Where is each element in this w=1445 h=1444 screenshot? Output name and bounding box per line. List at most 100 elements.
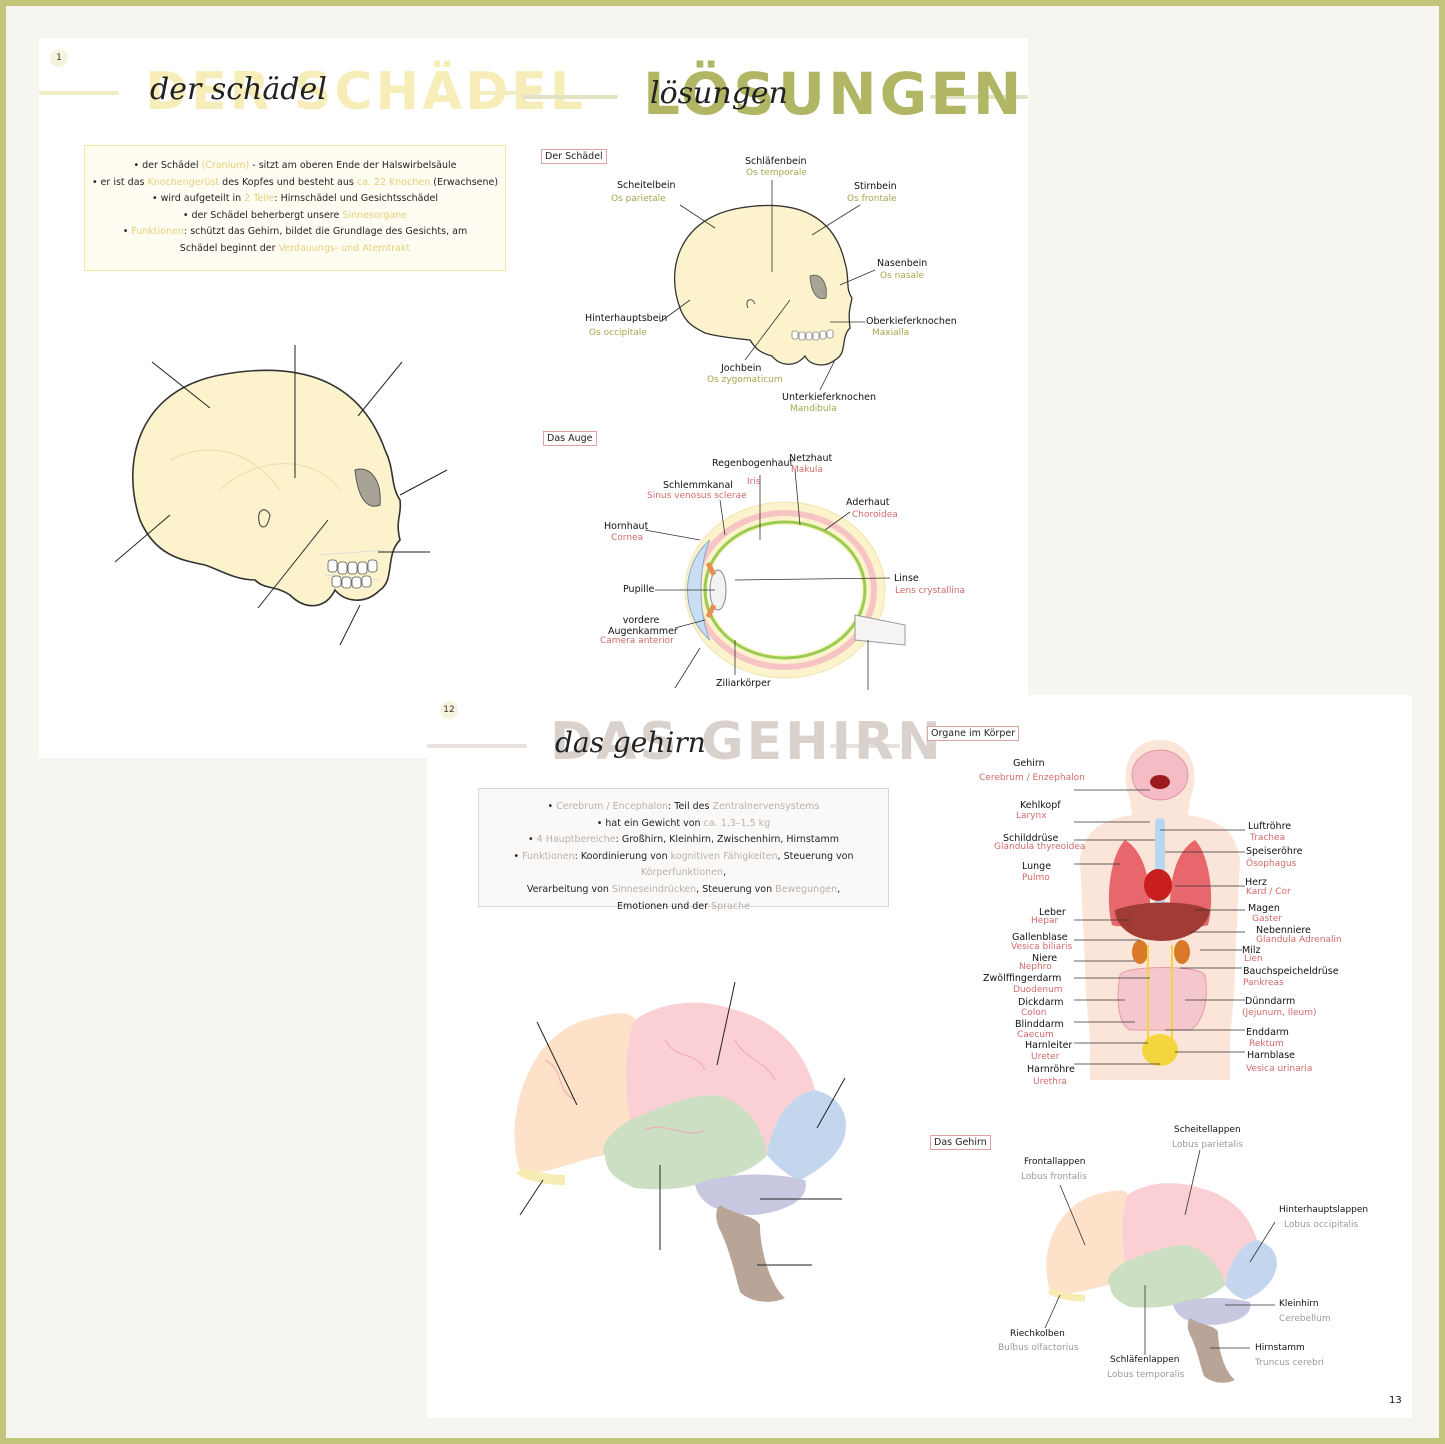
label-colon: Colon [1021, 1008, 1047, 1018]
solutions-rule-right [930, 95, 1028, 99]
label-riechkolben: Riechkolben [1010, 1329, 1065, 1339]
label-pankreas: Pankreas [1243, 978, 1284, 988]
label-caecum: Caecum [1017, 1030, 1054, 1040]
title-rule-right [470, 91, 540, 95]
label-luftroehre: Luftröhre [1248, 821, 1292, 832]
skull-bullet: • er ist das Knochengerüst des Kopfes un… [91, 176, 499, 188]
organs-illustration [1080, 740, 1240, 1080]
skull-illustration [114, 345, 448, 646]
label-herz: Herz [1245, 877, 1267, 888]
label-niere: Niere [1032, 953, 1058, 964]
label-aderhaut: Aderhaut [846, 497, 890, 508]
solutions-title-script: lösungen [650, 76, 788, 111]
label-urethra: Urethra [1033, 1077, 1068, 1087]
section-tag-organs: Organe im Körper [927, 726, 1020, 741]
label-nephro: Nephro [1019, 962, 1052, 972]
label-gaster: Gaster [1252, 914, 1282, 924]
section-tag-skull: Der Schädel [541, 149, 607, 164]
brain-solution-illustration [1046, 1183, 1277, 1383]
label-hirnstamm: Hirnstamm [1255, 1343, 1305, 1353]
label-os-occipitale: Os occipitale [589, 328, 647, 338]
page-number-12: 12 [440, 701, 458, 719]
brain-bullet: • Cerebrum / Encephalon: Teil des Zentra… [547, 801, 820, 812]
page-title-skull-script: der schädel [150, 72, 327, 107]
label-pulmo: Pulmo [1022, 873, 1050, 883]
brain-rule-right [830, 744, 900, 748]
label-milz: Milz [1242, 945, 1261, 956]
label-zwoelffingerdarm: Zwölffingerdarm [983, 973, 1062, 984]
label-glandula-adrenalin: Glandula Adrenalin [1256, 935, 1342, 945]
solutions-rule-left [522, 95, 618, 99]
page-title-brain: DAS GEHIRN [550, 712, 944, 772]
label-hepar: Hepar [1031, 916, 1059, 926]
skull-bullet: • der Schädel beherbergt unsere Sinnesor… [182, 209, 408, 221]
label-blinddarm: Blinddarm [1015, 1019, 1064, 1030]
page-title-brain-script: das gehirn [555, 726, 706, 759]
label-hinterhauptsbein: Hinterhauptsbein [585, 313, 668, 324]
label-jejunum-ileum: (Jejunum, Ileum) [1242, 1008, 1317, 1018]
brain-bullet: • 4 Hauptbereiche: Großhirn, Kleinhirn, … [528, 834, 839, 846]
label-stirnbein: Stirnbein [854, 181, 897, 192]
label-bulbus-olfactorius: Bulbus olfactorius [998, 1343, 1079, 1353]
label-scheitelbein: Scheitelbein [617, 180, 676, 191]
label-choroidea: Choroidea [852, 510, 898, 520]
label-oberkieferknochen: Oberkieferknochen [866, 316, 957, 327]
brain-bullet: Verarbeitung von Sinneseindrücken, Steue… [526, 883, 841, 895]
label-duenndarm: Dünndarm [1245, 996, 1296, 1007]
label-os-nasale: Os nasale [880, 271, 925, 281]
label-oesophagus: Ösophagus [1246, 859, 1297, 869]
label-gallenblase: Gallenblase [1012, 932, 1068, 943]
brain-illustration [514, 981, 846, 1302]
label-os-temporale: Os temporale [746, 168, 807, 178]
label-gehirn: Gehirn [1013, 758, 1045, 769]
label-ureter: Ureter [1031, 1052, 1060, 1062]
label-rektum: Rektum [1249, 1039, 1284, 1049]
label-bauchspeicheldruese: Bauchspeicheldrüse [1243, 966, 1339, 977]
label-nasenbein: Nasenbein [877, 258, 928, 269]
label-lien: Lien [1244, 954, 1263, 964]
label-hornhaut: Hornhaut [604, 521, 649, 532]
label-glandula-thyreoidea: Glandula thyreoidea [994, 842, 1086, 852]
label-kehlkopf: Kehlkopf [1020, 800, 1061, 811]
label-enddarm: Enddarm [1246, 1027, 1289, 1038]
label-vordere-augenkammer: vordere Augenkammer [608, 615, 678, 637]
label-schilddruese: Schilddrüse [1003, 833, 1059, 844]
label-camera-anterior: Camera anterior [600, 636, 674, 646]
skull-bullet: • wird aufgeteilt in 2 Teile: Hirnschäde… [151, 193, 439, 205]
label-lens-crystallina: Lens crystallina [895, 586, 966, 596]
title-rule-left [39, 91, 119, 95]
brain-bullet: • Funktionen: Koordinierung von kognitiv… [513, 850, 854, 879]
label-netzhaut: Netzhaut [789, 453, 833, 464]
skull-bullet: Schädel beginnt der Verdauungs- und Atem… [179, 242, 411, 254]
label-lobus-occipitalis: Lobus occipitalis [1284, 1220, 1359, 1230]
label-os-frontale: Os frontale [847, 194, 897, 204]
section-tag-eye: Das Auge [543, 431, 597, 446]
label-iris: Iris [747, 477, 761, 487]
label-lobus-parietalis: Lobus parietalis [1172, 1140, 1244, 1150]
label-trachea: Trachea [1250, 833, 1286, 843]
label-ziliarkoerper: Ziliarkörper [716, 678, 771, 689]
skull-bullet: • Funktionen: schützt das Gehirn, bildet… [122, 226, 468, 238]
label-larynx: Larynx [1016, 811, 1047, 821]
brain-bullet: Emotionen und der Sprache [617, 900, 750, 912]
label-kleinhirn: Kleinhirn [1279, 1299, 1319, 1309]
label-unterkieferknochen: Unterkieferknochen [782, 392, 876, 403]
brain-rule-left [427, 744, 527, 748]
label-cerebellum: Cerebellum [1279, 1314, 1331, 1324]
label-mandibula: Mandibula [790, 404, 837, 414]
label-frontallappen: Frontallappen [1024, 1157, 1086, 1167]
label-regenbogenhaut: Regenbogenhaut [712, 458, 794, 469]
section-tag-brain: Das Gehirn [930, 1135, 991, 1150]
label-maxialla: Maxialla [872, 328, 910, 338]
brain-bullet: • hat ein Gewicht von ca. 1,3–1,5 kg [596, 817, 771, 829]
label-harnleiter: Harnleiter [1025, 1040, 1073, 1051]
label-os-zygomaticum: Os zygomaticum [707, 375, 783, 385]
solution-skull-illustration [673, 204, 853, 366]
label-kard-cor: Kard / Cor [1246, 887, 1291, 897]
label-truncus-cerebri: Truncus cerebri [1255, 1358, 1324, 1368]
label-lobus-temporalis: Lobus temporalis [1107, 1370, 1185, 1380]
